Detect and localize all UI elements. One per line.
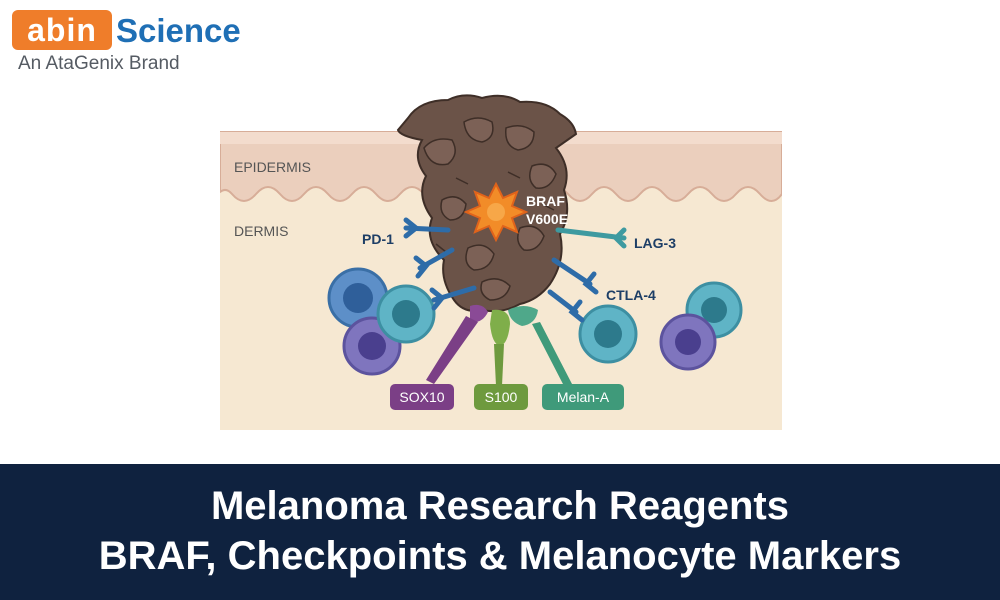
logo-abin-mark: abin xyxy=(12,10,112,50)
receptor-link-3-icon xyxy=(547,289,585,323)
receptor-link-2-icon xyxy=(429,285,477,311)
title-banner: Melanoma Research Reagents BRAF, Checkpo… xyxy=(0,464,1000,600)
pd1-label: PD-1 xyxy=(362,231,394,247)
braf-label: BRAF xyxy=(526,193,565,209)
receptor-link-1-icon xyxy=(413,247,455,279)
pd1-receptor-icon xyxy=(403,217,451,239)
ctla4-receptor-icon xyxy=(551,257,599,295)
melan-a-badge xyxy=(542,384,624,410)
lag3-label: LAG-3 xyxy=(634,235,676,251)
melan-a-pointer xyxy=(532,322,572,386)
braf-starburst-icon xyxy=(463,181,529,243)
brand-logo: abin Science An AtaGenix Brand xyxy=(12,8,241,74)
s100-label: S100 xyxy=(485,389,518,405)
s100-marker-shape xyxy=(490,309,510,346)
ctla4-label: CTLA-4 xyxy=(606,287,656,303)
melan-a-label: Melan-A xyxy=(557,389,610,405)
epidermis-label: EPIDERMIS xyxy=(234,159,311,175)
immune-cells-right xyxy=(578,281,743,371)
lag3-receptor-icon xyxy=(555,227,627,249)
s100-badge xyxy=(474,384,528,410)
melanoma-diagram: EPIDERMIS DERMIS BRAF V600E xyxy=(220,88,782,430)
immune-cells-left xyxy=(327,267,436,376)
braf-v600e-label: V600E xyxy=(526,211,568,227)
s100-pointer xyxy=(494,344,504,386)
sox10-label: SOX10 xyxy=(399,389,444,405)
sox10-pointer xyxy=(426,316,478,384)
sox10-badge xyxy=(390,384,454,410)
dermis-label: DERMIS xyxy=(234,223,288,239)
melan-a-marker-shape xyxy=(508,306,538,326)
banner-subtitle: BRAF, Checkpoints & Melanocyte Markers xyxy=(98,534,902,578)
logo-science-text: Science xyxy=(116,12,241,49)
sox10-marker-shape xyxy=(470,304,488,323)
banner-title: Melanoma Research Reagents xyxy=(210,484,789,528)
brand-tagline: An AtaGenix Brand xyxy=(18,53,180,74)
